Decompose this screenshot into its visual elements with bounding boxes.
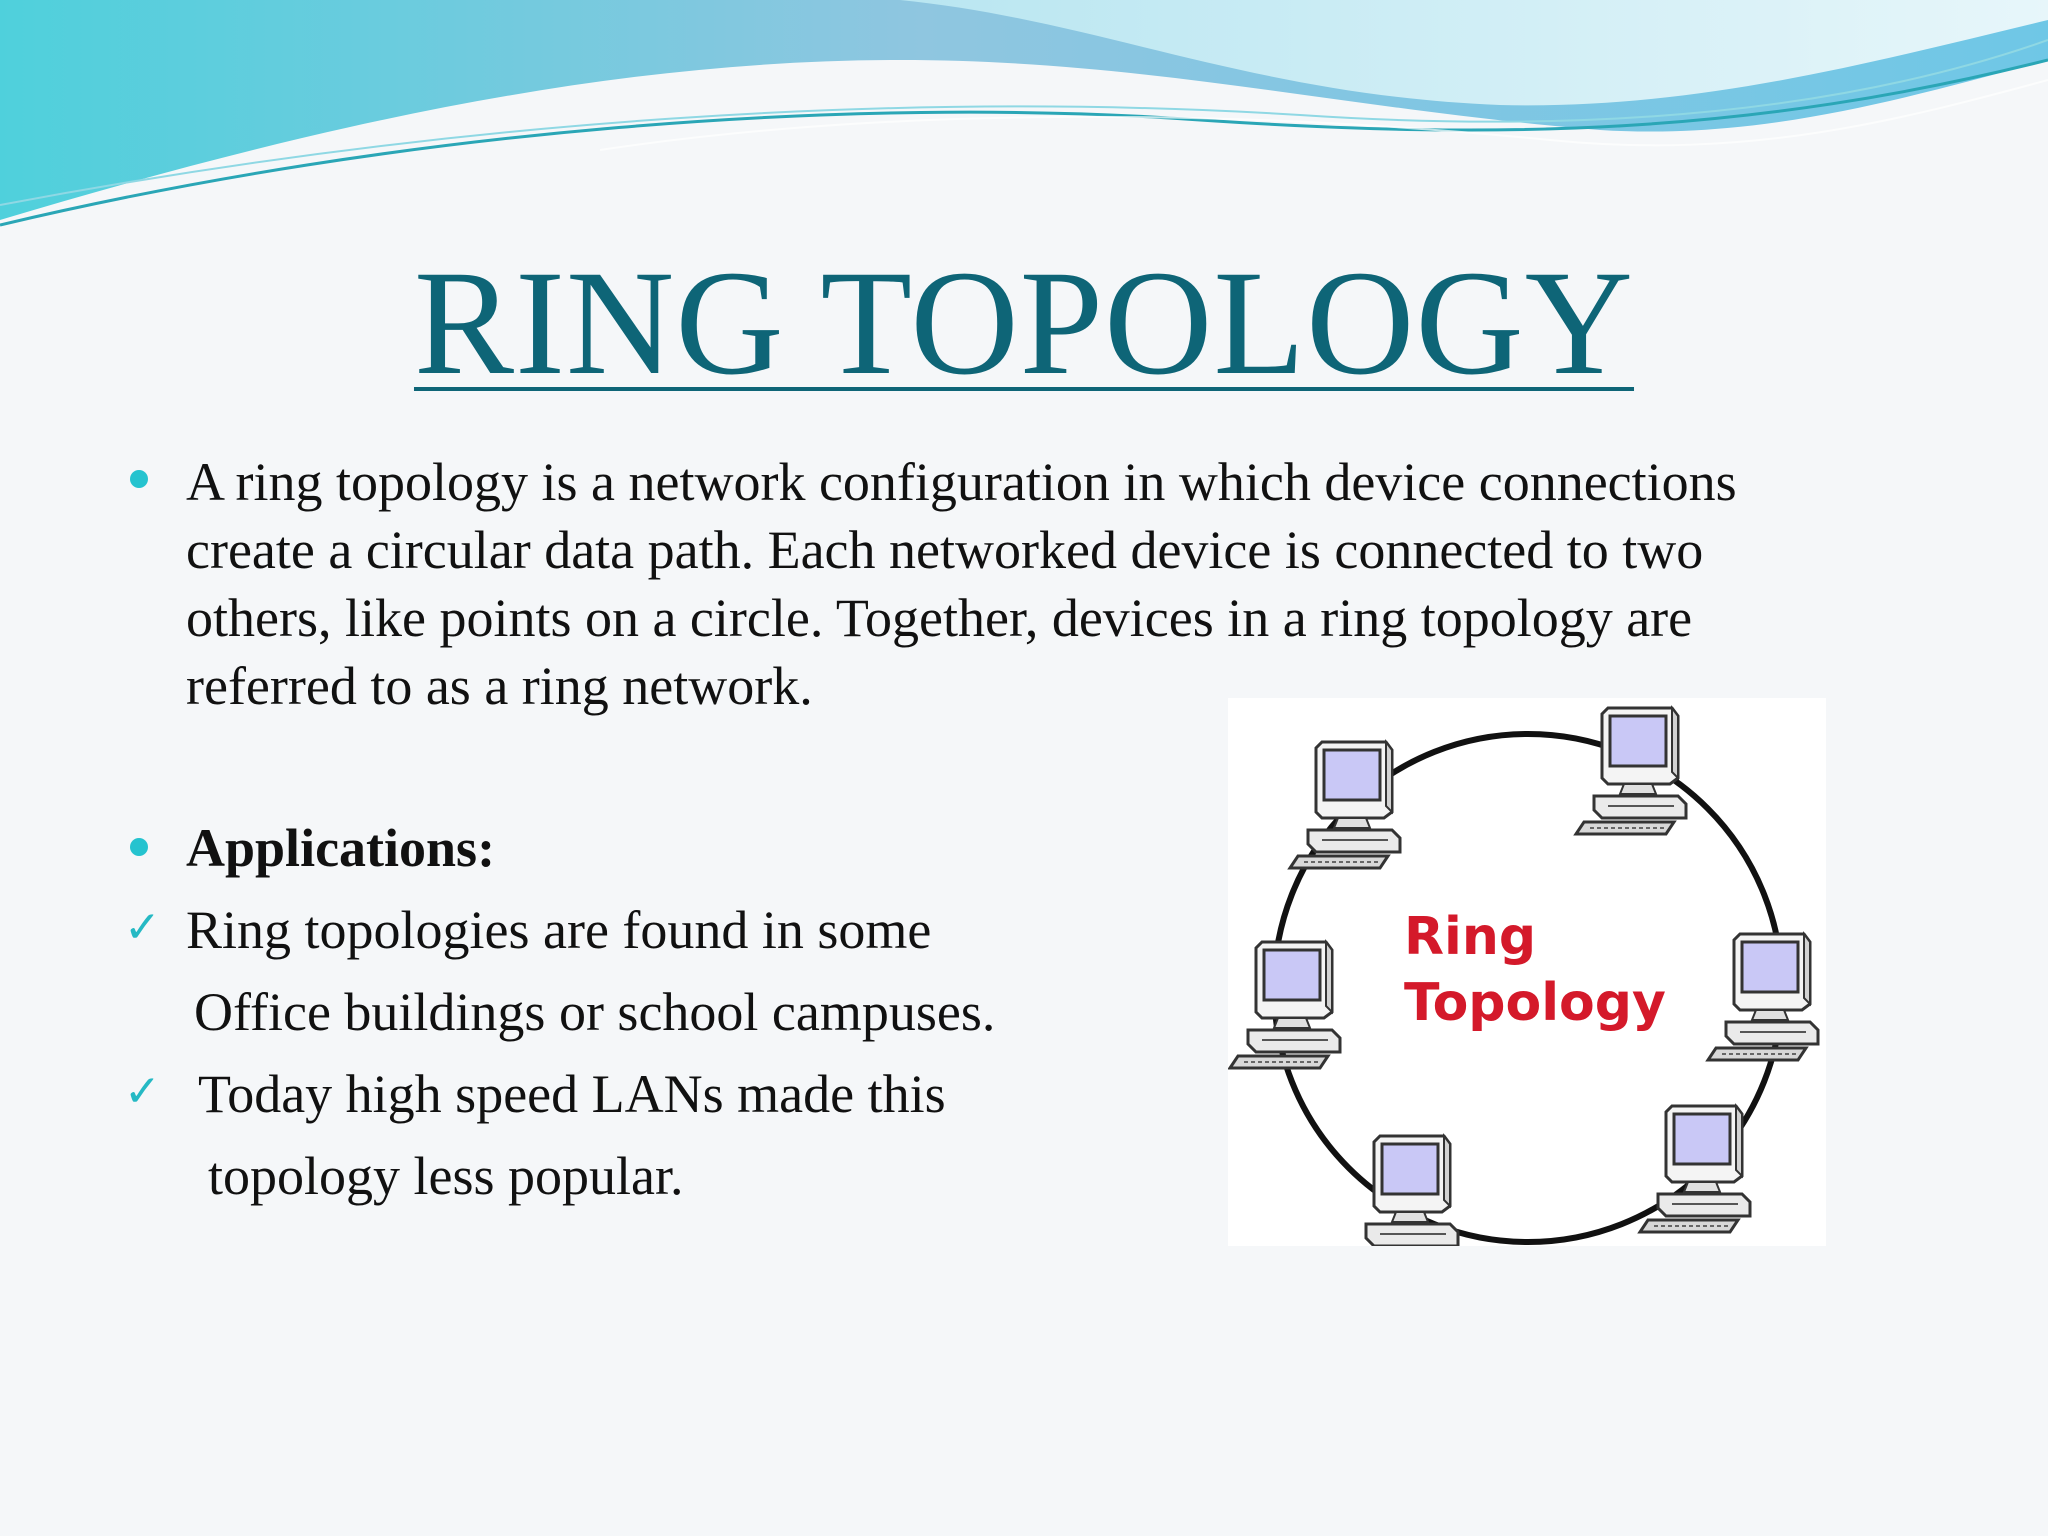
description-line: create a circular data path. Each networ… bbox=[186, 520, 1704, 580]
desktop-computer-icon bbox=[1574, 706, 1688, 836]
application-item-1-line-2: Office buildings or school campuses. bbox=[194, 982, 996, 1042]
application-item-2-line-1: Today high speed LANs made this bbox=[198, 1064, 946, 1124]
application-item-2-line-2: topology less popular. bbox=[208, 1146, 684, 1206]
slide-title: RING TOPOLOGY bbox=[413, 240, 1635, 406]
description-line: referred to as a ring network. bbox=[186, 656, 813, 716]
description-line: others, like points on a circle. Togethe… bbox=[186, 588, 1693, 648]
bullet-dot-icon bbox=[130, 838, 148, 856]
checkmark-icon: ✓ bbox=[124, 1066, 161, 1117]
ring-label-line-1: Ring bbox=[1404, 907, 1537, 967]
ring-topology-diagram: Ring Topology bbox=[1228, 698, 1826, 1246]
ring-topology-label: Ring Topology bbox=[1404, 904, 1666, 1036]
desktop-computer-icon bbox=[1346, 1134, 1460, 1246]
checkmark-icon: ✓ bbox=[124, 902, 161, 953]
desktop-computer-icon bbox=[1228, 940, 1342, 1070]
header-wave-decoration bbox=[0, 0, 2048, 227]
desktop-computer-icon bbox=[1706, 932, 1820, 1062]
desktop-computer-icon bbox=[1288, 740, 1402, 870]
desktop-computer-icon bbox=[1638, 1104, 1752, 1234]
description-line: A ring topology is a network configurati… bbox=[186, 452, 1737, 512]
bullet-dot-icon bbox=[130, 470, 148, 488]
application-item-1-line-1: Ring topologies are found in some bbox=[186, 900, 932, 960]
ring-diagram-graphic bbox=[1228, 706, 1820, 1246]
applications-heading: Applications: bbox=[186, 818, 496, 878]
description-paragraph: A ring topology is a network configurati… bbox=[186, 448, 1946, 720]
ring-label-line-2: Topology bbox=[1404, 973, 1666, 1033]
